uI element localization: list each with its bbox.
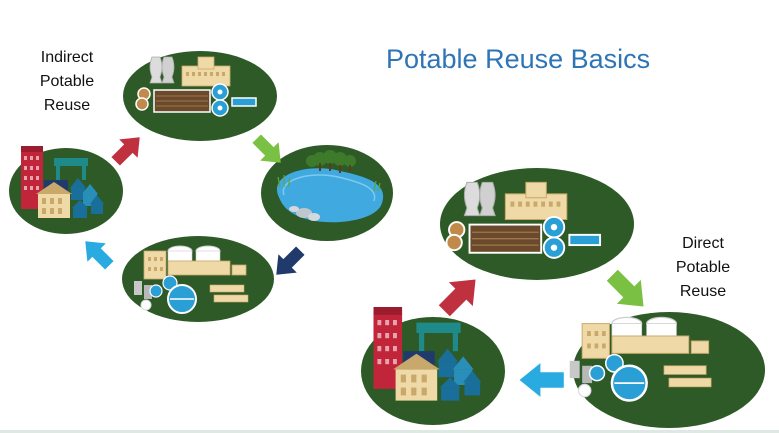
indirect-potable-reuse-label: Indirect Potable Reuse <box>28 46 106 118</box>
footer-divider <box>0 430 779 433</box>
label-line: Potable <box>39 73 95 90</box>
label-line: Reuse <box>679 283 727 300</box>
label-line: Reuse <box>43 97 91 114</box>
arrow-light-blue-icon <box>85 241 114 270</box>
arrow-red-icon <box>438 279 476 317</box>
label-line: Potable <box>675 259 731 276</box>
arrow-light-blue-icon <box>519 363 564 397</box>
arrow-navy-icon <box>276 246 305 275</box>
direct-potable-reuse-label: Direct Potable Reuse <box>664 232 742 304</box>
arrow-green-icon <box>606 269 644 307</box>
label-line: Indirect <box>40 49 94 66</box>
page-title: Potable Reuse Basics <box>386 44 651 74</box>
arrow-green-icon <box>252 134 281 163</box>
arrow-red-icon <box>111 137 140 166</box>
label-line: Direct <box>682 235 724 252</box>
